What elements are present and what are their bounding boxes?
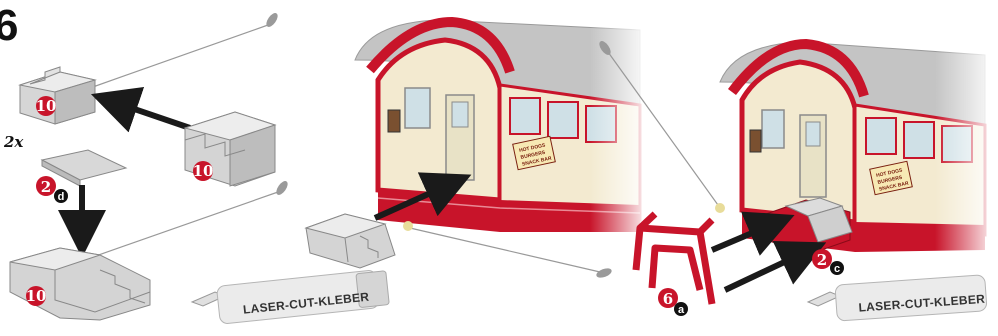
part-badge-stair-loose: 10 (193, 161, 214, 181)
arrow-attach-stair (108, 100, 190, 128)
part-badge-railing: 6 a (658, 288, 688, 316)
part-badge-stair-top: 10 (36, 96, 57, 116)
glue-tube-left: LASER-CUT-KLEBER (192, 270, 389, 325)
svg-text:c: c (834, 263, 840, 275)
part-badge-plate: 2 d (36, 176, 68, 203)
multiplier-label: 2x (3, 133, 24, 151)
glue-tube-right: LASER-CUT-KLEBER (808, 275, 987, 321)
svg-text:10: 10 (26, 287, 47, 305)
svg-text:10: 10 (193, 162, 214, 180)
arrow-railing-lower (725, 250, 810, 290)
svg-text:d: d (58, 191, 65, 203)
stair-middle (306, 214, 395, 268)
plate-part (42, 150, 126, 186)
svg-text:2: 2 (41, 178, 51, 196)
svg-text:2: 2 (817, 251, 827, 269)
glue-pin-bottom (87, 179, 290, 265)
svg-text:a: a (678, 304, 685, 316)
stair-block-top (20, 67, 95, 124)
part-badge-stair-assembled: 10 (26, 286, 47, 306)
part-badge-landing: 2 c (812, 249, 844, 275)
svg-text:10: 10 (36, 97, 57, 115)
glue-pin-top (85, 11, 280, 97)
svg-text:6: 6 (663, 290, 673, 308)
stair-assembled (10, 248, 150, 320)
step-number: 6 (0, 1, 18, 50)
